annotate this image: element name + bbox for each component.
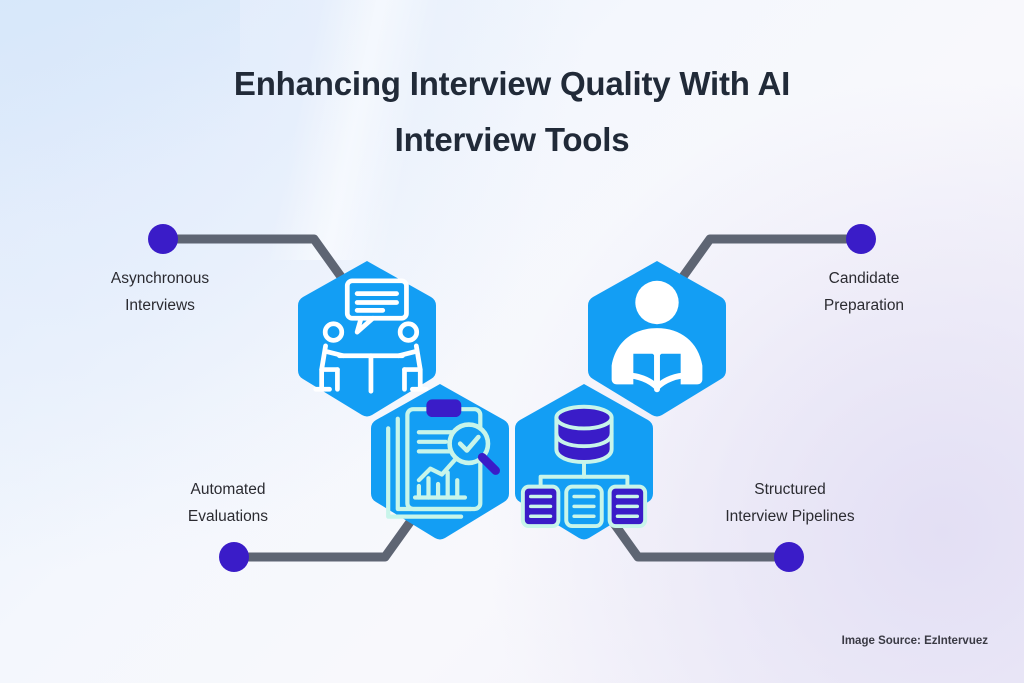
label-structured-interview-pipelines: Structured Interview Pipelines [690,476,890,530]
page-title-line-2: Interview Tools [394,121,630,158]
label-automated-evaluations-line-1: Automated [190,481,266,498]
database-hierarchy-nodes-icon [513,381,655,541]
label-automated-evaluations-line-2: Evaluations [187,508,269,525]
hexagon-asynchronous-interviews[interactable] [296,258,438,418]
label-candidate-preparation: Candidate Preparation [764,265,964,319]
person-reading-book-icon [586,258,728,418]
connector-dot-pipelines [774,542,804,572]
hexagon-candidate-preparation[interactable] [586,258,728,418]
hexagon-automated-evaluations[interactable] [369,381,511,541]
label-candidate-preparation-line-2: Preparation [823,297,905,314]
label-asynchronous-interviews-line-2: Interviews [125,297,195,314]
connector-dot-automated [219,542,249,572]
connector-dot-candidate [846,224,876,254]
image-source-credit: Image Source: EzIntervuez [841,635,988,647]
label-structured-interview-pipelines-line-1: Structured [754,481,826,498]
page-title-line-1: Enhancing Interview Quality With AI [233,65,791,102]
clipboard-chart-magnifier-check-icon [369,381,511,541]
label-asynchronous-interviews: Asynchronous Interviews [60,265,260,319]
interview-table-speech-bubble-icon [296,258,438,418]
page-title: Enhancing Interview Quality With AI Inte… [0,56,1024,168]
hexagon-structured-interview-pipelines[interactable] [513,381,655,541]
label-automated-evaluations: Automated Evaluations [128,476,328,530]
label-candidate-preparation-line-1: Candidate [828,270,900,287]
connector-dot-asynchronous [148,224,178,254]
label-asynchronous-interviews-line-1: Asynchronous [110,270,210,287]
label-structured-interview-pipelines-line-2: Interview Pipelines [725,508,855,525]
